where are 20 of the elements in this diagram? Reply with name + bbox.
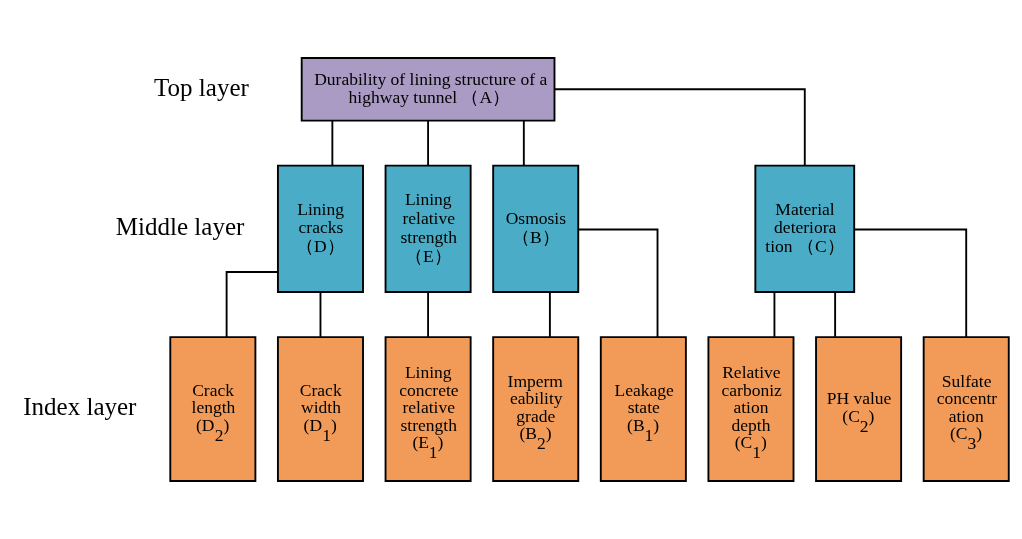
connector [522,119,525,166]
connector [427,119,430,166]
connector [331,119,334,166]
connector [577,228,659,338]
node-box: Lining cracks （D） [277,164,364,293]
connector [834,291,837,338]
label: Index layer [23,393,137,421]
node-box: Material deteriora tion （C） [754,164,856,293]
connector [553,88,806,167]
connector [319,291,322,338]
connector [225,271,279,338]
node-box: Osmosis （B） [492,164,580,293]
connector [853,228,968,338]
node-box: Lining relative strength （E） [384,164,472,293]
node-box: Durability of lining structure of a highway tunnel （A） [300,57,556,122]
connector [773,291,776,338]
label: Top layer [154,73,249,101]
label: Middle layer [115,213,245,241]
connector [548,291,551,338]
connector [427,291,430,338]
